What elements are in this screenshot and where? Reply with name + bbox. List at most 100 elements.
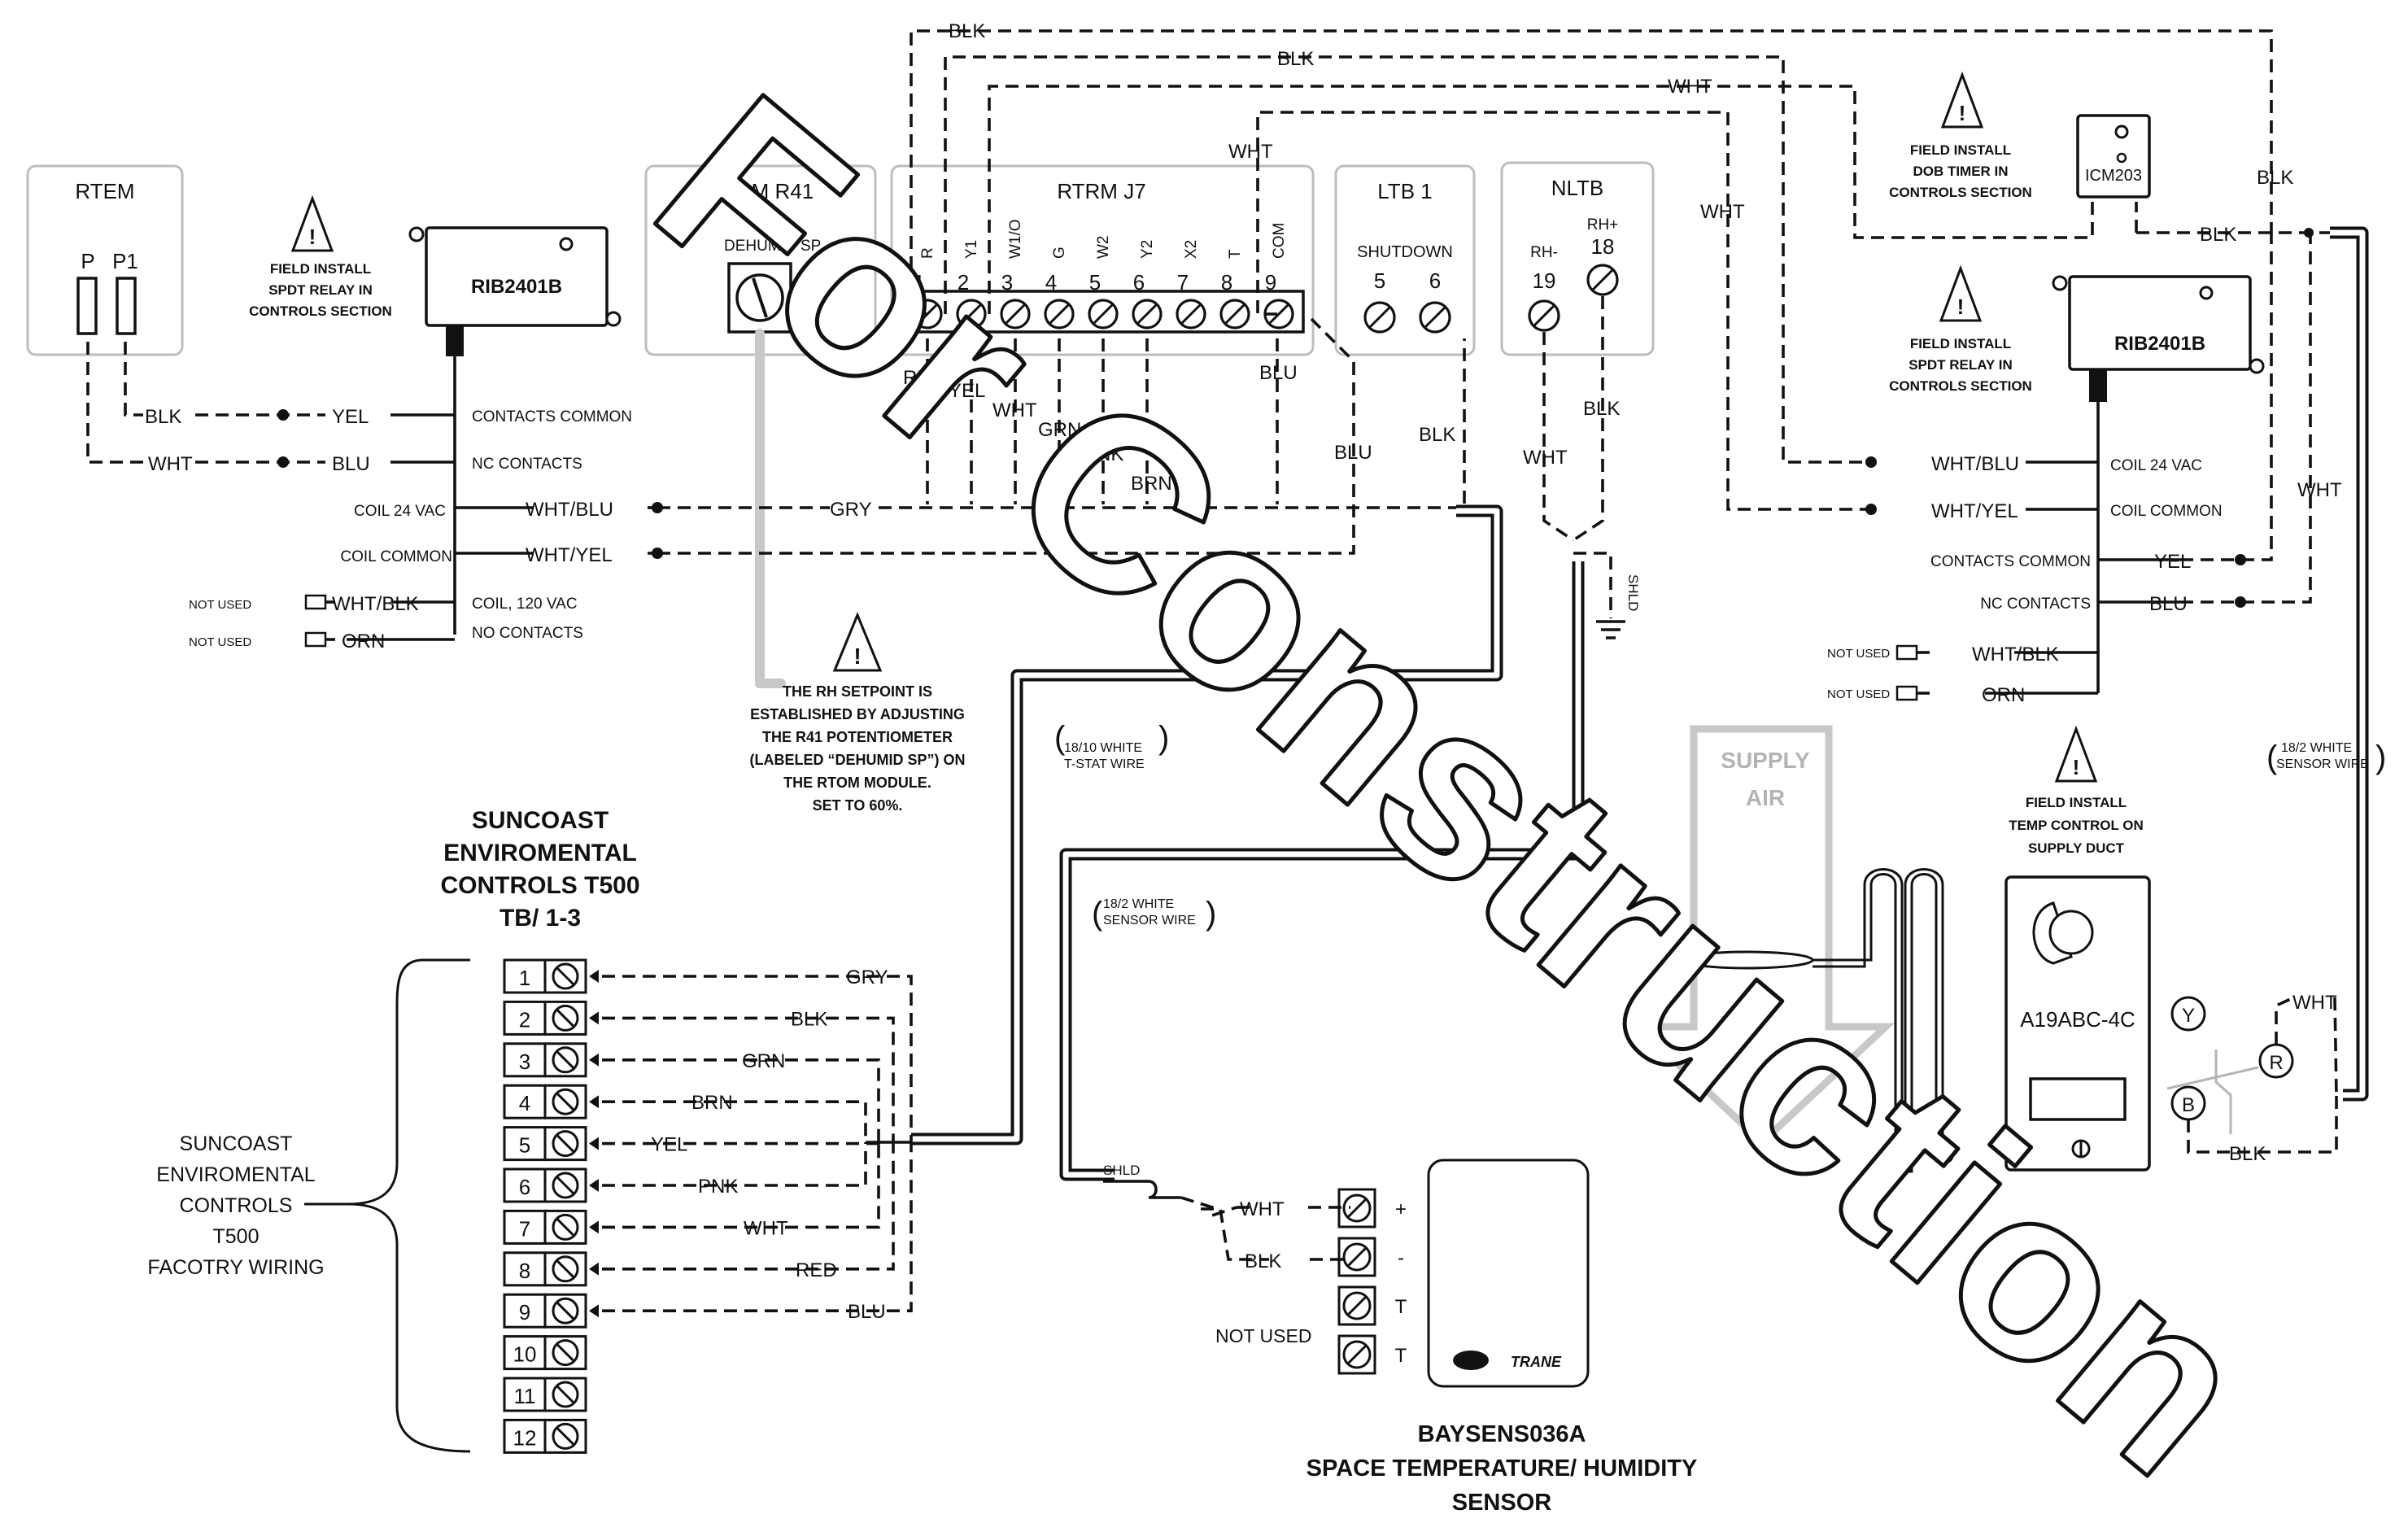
svg-text:WHT: WHT [1228,141,1273,163]
rtrm-terminal-4[interactable]: G4 [1044,247,1075,329]
rtrm-terminal-6[interactable]: Y26 [1132,240,1163,329]
ltb1-module: LTB 1 SHUTDOWN 5 6 [1334,164,1476,356]
rtrm-terminal-number: 5 [1089,270,1101,295]
svg-text:FIELD INSTALL: FIELD INSTALL [2026,795,2127,810]
rtrm-terminal-3[interactable]: W1/O3 [1000,219,1031,329]
icm203-label: ICM203 [2085,167,2142,185]
t500-terminal-4[interactable]: 4 [503,1084,587,1119]
t500-terminal-5[interactable]: 5 [503,1126,587,1162]
rtrm-terminal-label: R [919,247,936,259]
a19-model-label: A19ABC-4C [2020,1007,2135,1032]
t500-terminal-1[interactable]: 1 [503,958,587,994]
t500-terminal-10[interactable]: 10 [503,1335,587,1371]
wire-label: GRY [846,967,888,988]
sensor-terminal-3[interactable]: T [1337,1285,1407,1326]
t500-terminal-7[interactable]: 7 [503,1209,587,1245]
rtem-terminal-p[interactable] [76,277,98,335]
wire-label: BRN [691,1092,733,1114]
t500-terminal-number: 11 [514,1384,536,1408]
t500-wire-yel: YEL [589,1134,880,1156]
rtrm-terminal-label: Y1 [963,240,980,259]
sensor-terminal-1[interactable]: + [1337,1188,1407,1228]
relay-left-lead-bundle [446,325,464,356]
sensor-terminal-label: + [1395,1198,1407,1220]
rtrm-terminal-label: W2 [1095,236,1112,260]
terminal-y[interactable] [2170,996,2206,1032]
t500-terminal-2[interactable]: 2 [503,1000,587,1036]
t500-terminal-11[interactable]: 11 [503,1377,587,1412]
svg-text:THE RH SETPOINT IS: THE RH SETPOINT IS [783,683,932,700]
svg-text:SPACE TEMPERATURE/ HUMIDITY: SPACE TEMPERATURE/ HUMIDITY [1307,1455,1698,1482]
setpoint-dial-icon[interactable] [2048,910,2094,955]
t500-wire-pnk: PNK [589,1142,867,1198]
trane-brand: TRANE [1511,1354,1562,1370]
rtem-p1-label: P1 [112,249,138,273]
sensor-terminal-label: T [1395,1345,1407,1367]
svg-text:DOB TIMER IN: DOB TIMER IN [1913,164,2008,179]
rtrm-terminal-label: COM [1271,223,1288,259]
rtom-module: RTOM R41 DEHUMID SP [644,164,877,688]
rtrm-terminal-5[interactable]: W25 [1088,236,1119,329]
svg-text:(: ( [2266,740,2278,775]
t500-wire-brn: BRN [589,1092,867,1142]
dehumid-sp-label: DEHUMID SP [724,238,821,255]
suncoast-title-line: SUNCOAST [472,807,609,834]
mounting-tab-icon [605,311,622,327]
svg-text:WHT: WHT [1668,76,1712,98]
svg-text:THE RTOM MODULE.: THE RTOM MODULE. [783,775,931,791]
t500-terminal-number: 5 [519,1133,530,1158]
sensor-terminal-2[interactable]: - [1337,1237,1404,1277]
svg-text:WHT/BLK: WHT/BLK [1972,644,2059,665]
svg-text:BLK: BLK [1583,398,1620,420]
rtrm-title: RTRM J7 [1057,179,1145,203]
rtem-title: RTEM [75,179,134,203]
a19-display [2029,1077,2127,1121]
svg-text:NC CONTACTS: NC CONTACTS [1980,596,2091,613]
relay-left-model: RIB2401B [471,276,562,298]
rtrm-terminal-label: W1/O [1007,219,1024,259]
svg-text:WHT: WHT [1240,1198,1285,1220]
svg-text:COIL COMMON: COIL COMMON [2110,503,2223,520]
t500-terminal-6[interactable]: 6 [503,1167,587,1203]
relay-right: ! FIELD INSTALL SPDT RELAY IN CONTROLS S… [1827,264,2265,701]
svg-text:NOT USED: NOT USED [1827,687,1890,701]
t500-terminal-number: 1 [519,966,530,990]
rtem-terminal-p1[interactable] [116,277,137,335]
sensor-terminal-4[interactable]: T [1337,1334,1407,1375]
mounting-tab-icon [408,226,425,242]
t500-terminal-12[interactable]: 12 [503,1418,587,1454]
svg-text:SPDT RELAY IN: SPDT RELAY IN [1909,357,2013,373]
t500-terminal-8[interactable]: 8 [503,1251,587,1287]
warning-icon [290,194,334,252]
svg-text:YEL: YEL [2154,551,2191,573]
svg-text:WHT: WHT [1523,447,1568,469]
rtrm-terminal-label: T [1227,249,1244,259]
t500-wire-gry: GRY [589,967,913,1142]
t500-terminal-3[interactable]: 3 [503,1042,587,1078]
svg-text:FACOTRY WIRING: FACOTRY WIRING [147,1256,324,1279]
svg-text:WHT/BLU: WHT/BLU [526,499,613,521]
rtrm-terminal-8[interactable]: T8 [1219,249,1250,329]
rtrm-terminal-2[interactable]: Y12 [956,240,987,329]
t500-wire-wht: WHT [589,1142,880,1239]
svg-text:BLK: BLK [949,20,985,42]
svg-text:NOT USED: NOT USED [189,598,251,612]
trane-logo-icon [1453,1351,1489,1370]
svg-text:BLK: BLK [145,406,181,428]
rtrm-terminal-7[interactable]: X27 [1176,240,1206,329]
capped-lead-icon [1895,685,1918,701]
svg-text:TEMP CONTROL ON: TEMP CONTROL ON [2009,818,2144,833]
svg-text:): ) [1158,720,1169,756]
svg-text:GRY: GRY [830,499,872,521]
svg-text:18/2 WHITE: 18/2 WHITE [2281,741,2352,755]
nltb-terminal-19-label: 19 [1533,268,1556,293]
svg-text:): ) [2375,740,2386,775]
svg-text:FIELD INSTALL: FIELD INSTALL [1910,142,2011,158]
svg-text:SPDT RELAY IN: SPDT RELAY IN [268,282,373,298]
svg-text:CONTACTS COMMON: CONTACTS COMMON [1930,553,2091,570]
svg-text:WHT/YEL: WHT/YEL [526,544,613,566]
mounting-tab-icon [2052,275,2068,291]
ltb1-title: LTB 1 [1377,179,1432,203]
t500-terminal-9[interactable]: 9 [503,1293,587,1329]
